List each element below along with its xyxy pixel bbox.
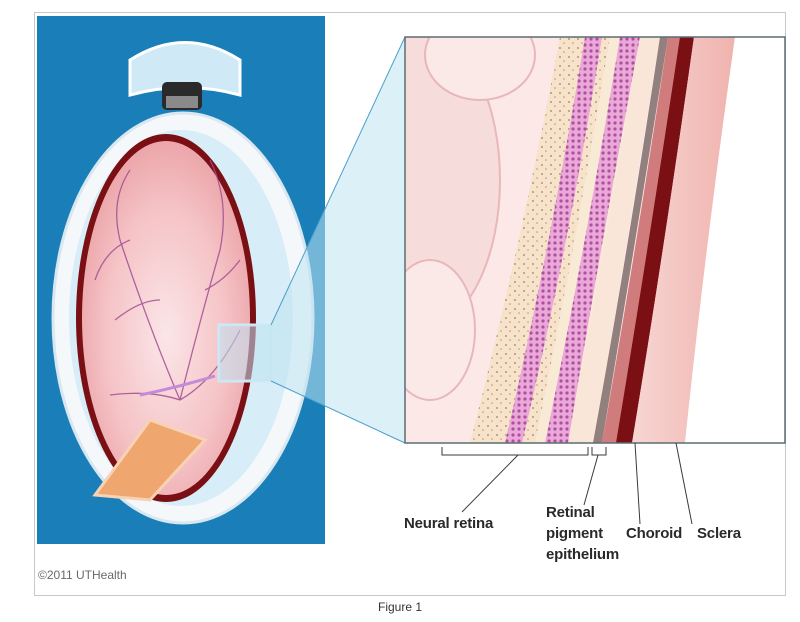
retina-detail-panel	[340, 10, 785, 443]
label-neural-retina: Neural retina	[404, 514, 493, 533]
label-rpe-line1: Retinal	[546, 503, 595, 522]
sclera-leader	[676, 443, 692, 524]
lens	[166, 96, 198, 108]
neural-retina-leader	[462, 455, 518, 512]
neural-retina-bracket	[442, 447, 588, 455]
choroid-leader	[635, 443, 640, 524]
copyright-notice: ©2011 UTHealth	[38, 568, 127, 582]
label-rpe-line3: epithelium	[546, 545, 619, 564]
rpe-bracket	[592, 447, 606, 455]
figure-caption: Figure 1	[0, 600, 800, 614]
label-sclera: Sclera	[697, 524, 741, 543]
rpe-leader	[584, 455, 598, 505]
eye-cross-section	[37, 16, 325, 544]
label-rpe-line2: pigment	[546, 524, 603, 543]
vitreous-cell	[425, 10, 535, 100]
label-choroid: Choroid	[626, 524, 682, 543]
